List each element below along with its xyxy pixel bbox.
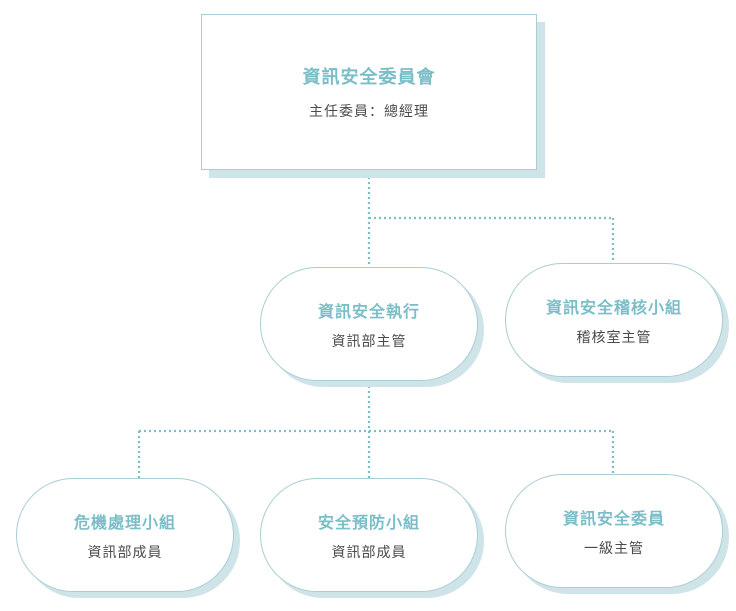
crisis-subtitle: 資訊部成員 (87, 544, 163, 561)
member-node: 資訊安全委員 一級主管 (505, 474, 723, 588)
audit-subtitle: 稽核室主管 (576, 329, 652, 346)
execution-node: 資訊安全執行 資訊部主管 (260, 267, 478, 381)
prevention-subtitle: 資訊部成員 (331, 544, 407, 561)
committee-node: 資訊安全委員會 主任委員：總經理 (201, 14, 537, 170)
committee-subtitle: 主任委員：總經理 (309, 104, 429, 120)
member-title: 資訊安全委員 (562, 508, 665, 528)
prevention-title: 安全預防小組 (317, 512, 420, 532)
committee-title: 資訊安全委員會 (302, 67, 436, 88)
audit-title: 資訊安全稽核小組 (545, 297, 682, 317)
execution-subtitle: 資訊部主管 (331, 333, 407, 350)
prevention-node: 安全預防小組 資訊部成員 (260, 478, 478, 592)
audit-node: 資訊安全稽核小組 稽核室主管 (505, 263, 723, 377)
execution-title: 資訊安全執行 (317, 301, 420, 321)
member-subtitle: 一級主管 (584, 540, 644, 557)
crisis-title: 危機處理小組 (73, 512, 176, 532)
crisis-node: 危機處理小組 資訊部成員 (16, 478, 234, 592)
